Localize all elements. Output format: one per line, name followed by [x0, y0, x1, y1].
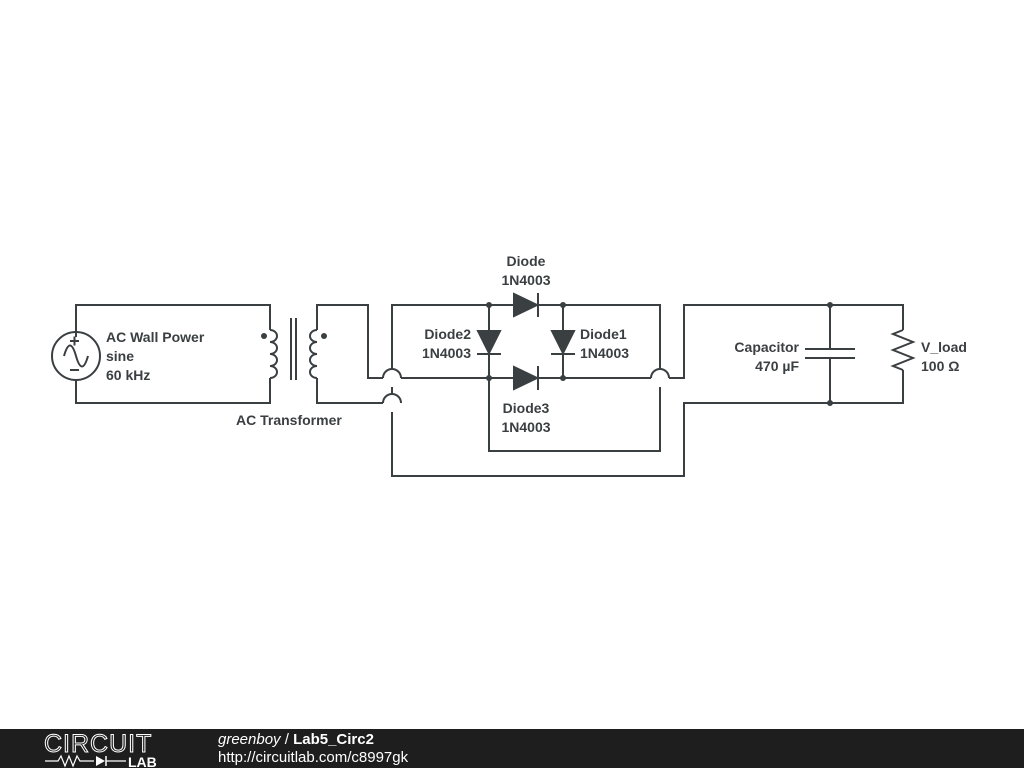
- logo-top-text: CIRCUIT: [44, 730, 152, 758]
- resistor-value-label: 100 Ω: [921, 358, 959, 374]
- transformer-symbol: [261, 318, 327, 380]
- author-name[interactable]: greenboy: [218, 731, 281, 748]
- ac-source-symbol: [51, 331, 101, 381]
- diode-top-symbol: [513, 292, 540, 318]
- footer-bar: CIRCUIT LAB greenboy / Lab5_Circ2 http:/…: [0, 729, 1024, 768]
- capacitor-name-label: Capacitor: [734, 339, 799, 355]
- diode1-model-label: 1N4003: [580, 345, 629, 361]
- logo-circuit-icon: [45, 754, 126, 768]
- diode3-symbol: [513, 365, 540, 391]
- diode2-model-label: 1N4003: [422, 345, 471, 361]
- transformer-name-label: AC Transformer: [236, 412, 342, 428]
- diode3-model-label: 1N4003: [501, 419, 550, 435]
- diode-top-name-label: Diode: [507, 253, 546, 269]
- resistor-name-label: V_load: [921, 339, 967, 355]
- byline-separator: /: [280, 731, 294, 748]
- diode2-name-label: Diode2: [424, 326, 471, 342]
- diode2-symbol: [476, 330, 502, 356]
- resistor-symbol: [890, 329, 916, 371]
- circuit-title[interactable]: Lab5_Circ2: [293, 731, 374, 748]
- circuit-schematic: AC Wall Power sine 60 kHz AC Transformer…: [51, 253, 967, 477]
- capacitor-symbol: [805, 348, 855, 359]
- capacitor-value-label: 470 µF: [755, 358, 799, 374]
- circuitlab-logo[interactable]: CIRCUIT LAB: [44, 730, 176, 768]
- logo-bottom-text: LAB: [128, 754, 157, 768]
- circuit-url-link[interactable]: http://circuitlab.com/c8997gk: [218, 749, 409, 766]
- source-type-label: sine: [106, 348, 134, 364]
- diode1-symbol: [550, 330, 576, 356]
- diode-top-model-label: 1N4003: [501, 272, 550, 288]
- byline: greenboy / Lab5_Circ2: [218, 731, 374, 748]
- diode3-name-label: Diode3: [503, 400, 550, 416]
- source-freq-label: 60 kHz: [106, 367, 150, 383]
- source-name-label: AC Wall Power: [106, 329, 205, 345]
- diode1-name-label: Diode1: [580, 326, 627, 342]
- junction-dots: [486, 302, 833, 406]
- wires: [75, 304, 904, 477]
